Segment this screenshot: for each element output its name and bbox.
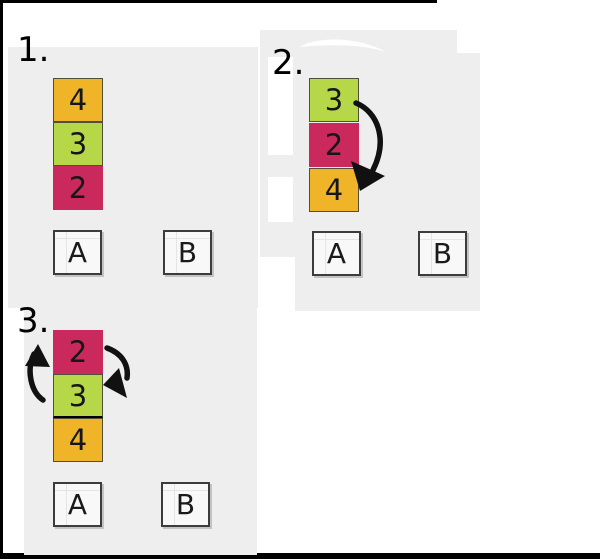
step1-block-2: 2: [53, 166, 103, 210]
step1-block-4: 4: [53, 78, 103, 122]
step2-block-4: 4: [309, 168, 359, 212]
step1-block-3: 3: [53, 122, 103, 166]
white-swoosh-shape: [299, 39, 386, 52]
step2-slot-b-box: B: [418, 231, 467, 276]
frame-bottom-border: [0, 553, 600, 559]
step-1-label: 1.: [17, 30, 50, 70]
white-notch: [260, 257, 295, 311]
step1-slot-b-box: B: [163, 230, 212, 275]
step2-block-2: 2: [309, 123, 359, 167]
step-3-panel: 3. 2 3 4 A B: [17, 300, 257, 555]
step-1-panel: 1. 4 3 2 A B: [8, 33, 258, 308]
step-2-panel: 2. 3 2 4 A B: [260, 30, 480, 311]
step3-block-2: 2: [53, 330, 103, 374]
step3-block-3: 3: [53, 374, 103, 418]
step3-slot-b-box: B: [161, 482, 210, 527]
step1-slot-a-box: A: [53, 230, 102, 275]
white-notch: [457, 30, 480, 53]
step-3-label: 3.: [17, 301, 50, 341]
white-strip: [268, 177, 293, 222]
frame-left-border: [0, 0, 3, 556]
step2-block-3: 3: [309, 78, 359, 122]
step2-slot-a-box: A: [312, 231, 361, 276]
step3-slot-a-box: A: [53, 482, 102, 527]
white-strip: [268, 57, 293, 155]
frame-top-border: [0, 0, 437, 3]
step3-block-4: 4: [53, 418, 103, 462]
step-2-label: 2.: [272, 43, 305, 83]
